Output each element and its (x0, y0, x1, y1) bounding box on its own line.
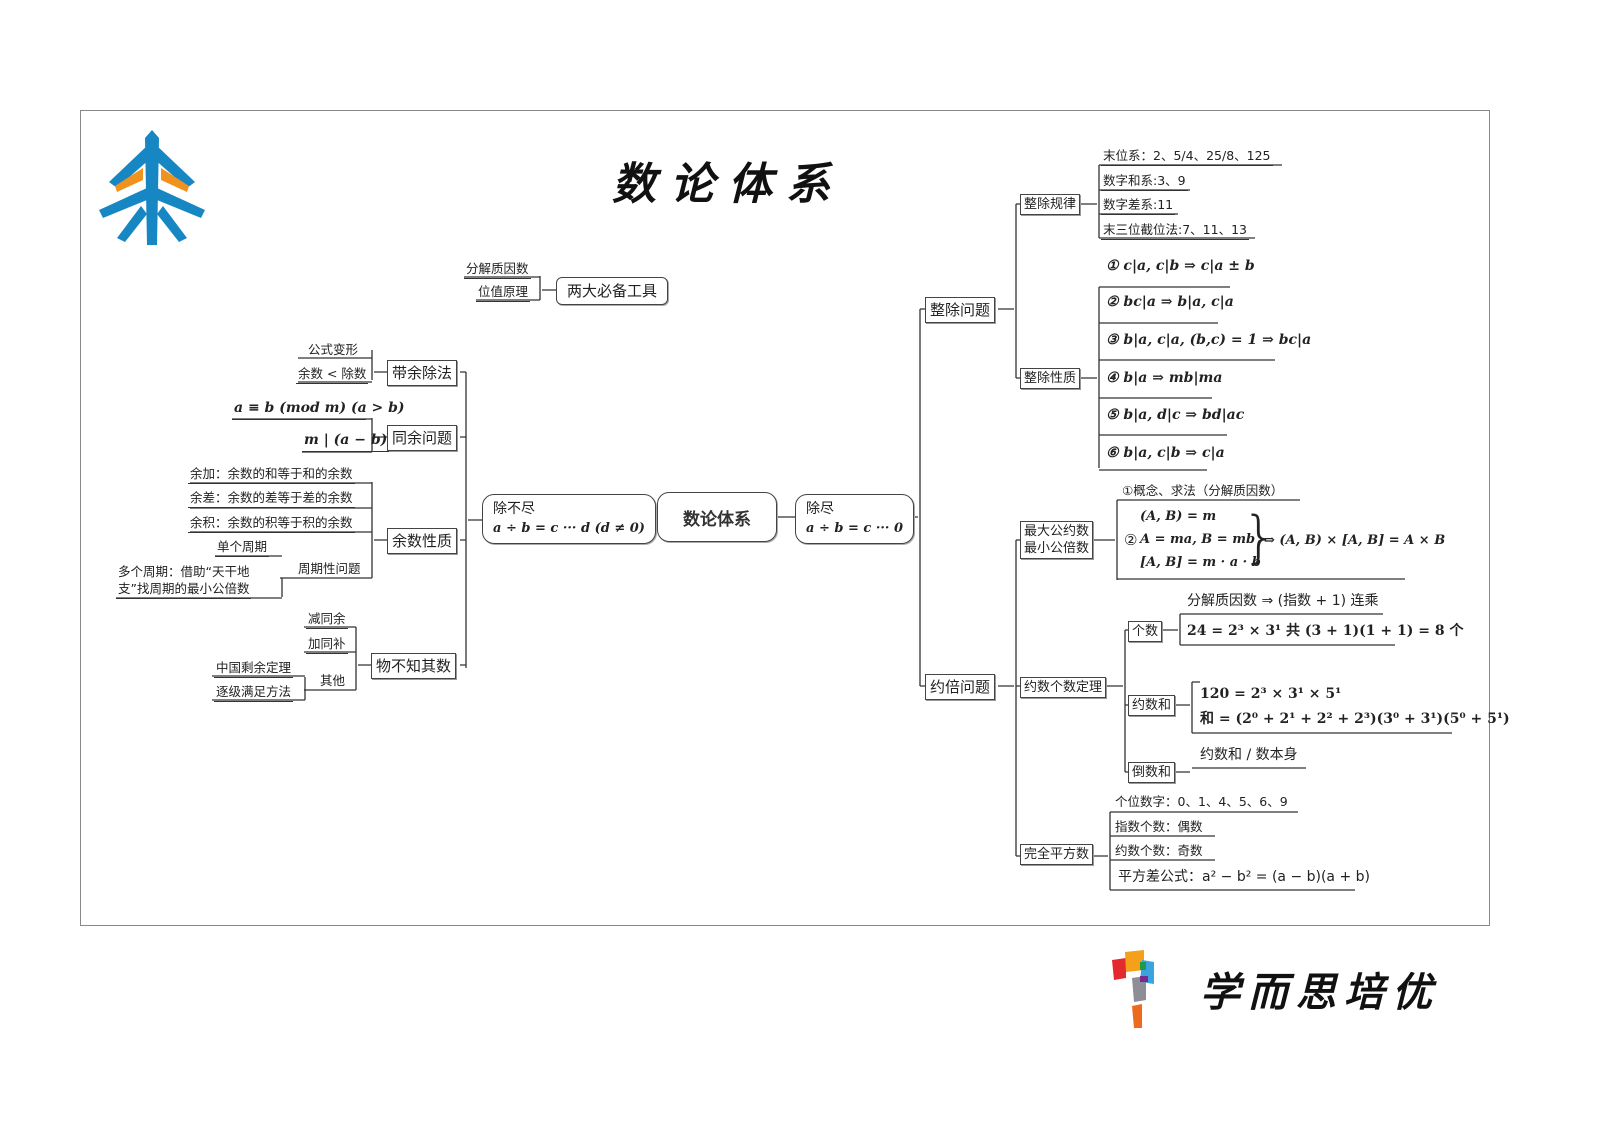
topic-divisibility[interactable]: 整除问题 (925, 297, 996, 323)
topic-congruence[interactable]: 同余问题 (387, 425, 458, 451)
topic-child: a ≡ b (mod m) (a > b) (232, 398, 405, 420)
rule-item: 末位系：2、5/4、25/8、125 (1101, 148, 1273, 166)
property-item: ⑤ b|a, d|c ⇒ bd|ac (1106, 407, 1245, 423)
perfect-square-node[interactable]: 完全平方数 (1020, 844, 1094, 865)
gcd-label: 最大公约数 (1024, 524, 1090, 539)
gcd-eq: [A, B] = m · a · b (1140, 555, 1261, 570)
tools-node[interactable]: 两大必备工具 (556, 277, 669, 305)
perfect-square-item: 平方差公式：a² − b² = (a − b)(a + b) (1118, 869, 1370, 885)
divisor-count-rule: 分解质因数 ⇒ (指数 + 1) 连乘 (1187, 593, 1379, 609)
period-child: 支”找周期的最小公倍数 (116, 581, 252, 599)
diagram-frame (80, 110, 1490, 926)
divisor-sum-node[interactable]: 约数和 (1128, 695, 1176, 716)
topic-division-with-remainder[interactable]: 带余除法 (387, 360, 458, 386)
page-title: 数论体系 (612, 159, 844, 210)
perfect-square-item: 约数个数：奇数 (1115, 843, 1203, 858)
divisor-count-example: 24 = 2³ × 3¹ 共 (3 + 1)(1 + 1) = 8 个 (1187, 623, 1464, 639)
other-child: 逐级满足方法 (214, 684, 294, 702)
gcd-eq: (A, B) = m (1140, 509, 1217, 524)
branch-label: 除尽 (806, 501, 834, 517)
gcd-lcm-node[interactable]: 最大公约数 最小公倍数 (1020, 521, 1094, 559)
topic-child: 余数 < 除数 (296, 366, 369, 384)
topic-child: 减同余 (306, 611, 348, 629)
branch-formula: a ÷ b = c ··· d (d ≠ 0) (493, 521, 645, 536)
gcd-concept: ①概念、求法（分解质因数） (1122, 483, 1284, 498)
rule-item: 末三位截位法:7、11、13 (1101, 222, 1249, 240)
property-item: ③ b|a, c|a, (b,c) = 1 ⇒ bc|a (1106, 332, 1312, 348)
gcd-result: ⇒ (A, B) × [A, B] = A × B (1264, 533, 1446, 548)
tool-item: 位值原理 (476, 284, 531, 302)
property-item: ④ b|a ⇒ mb|ma (1106, 370, 1223, 386)
divisor-theorem-node[interactable]: 约数个数定理 (1020, 677, 1107, 698)
topic-child: 余加：余数的和等于和的余数 (188, 466, 355, 484)
divisor-sum-line1: 120 = 2³ × 3¹ × 5¹ (1200, 686, 1342, 702)
branch-not-divisible[interactable]: 除不尽 a ÷ b = c ··· d (d ≠ 0) (482, 494, 656, 544)
topic-multiples[interactable]: 约倍问题 (925, 674, 996, 700)
gcd-eq: A = ma, B = mb (1140, 532, 1256, 547)
topic-remainder-properties[interactable]: 余数性质 (387, 528, 458, 554)
topic-chinese-remainder[interactable]: 物不知其数 (371, 653, 457, 679)
period-child: 多个周期：借助“天干地 (118, 564, 250, 579)
gcd-eq-number: ② (1124, 531, 1138, 549)
branch-divisible[interactable]: 除尽 a ÷ b = c ··· 0 (795, 494, 914, 544)
topic-child: 加同补 (306, 636, 348, 654)
period-child: 单个周期 (215, 539, 270, 557)
tool-item: 分解质因数 (464, 261, 531, 279)
lcm-label: 最小公倍数 (1024, 541, 1090, 556)
branch-label: 除不尽 (493, 501, 535, 517)
property-item: ⑥ b|a, c|b ⇒ c|a (1106, 445, 1225, 461)
property-item: ① c|a, c|b ⇒ c|a ± b (1106, 258, 1255, 274)
topic-child: 余差：余数的差等于差的余数 (188, 490, 355, 508)
brand-logo-icon (1112, 950, 1154, 1028)
center-node[interactable]: 数论体系 (657, 492, 777, 542)
topic-child: m | (a − b) (302, 430, 390, 452)
rule-item: 数字和系:3、9 (1101, 173, 1188, 191)
topic-child: 公式变形 (308, 342, 359, 357)
branch-formula: a ÷ b = c ··· 0 (806, 521, 903, 536)
brace-icon: } (1242, 505, 1278, 570)
divisor-count-node[interactable]: 个数 (1128, 621, 1163, 642)
other-node: 其他 (320, 673, 346, 688)
reciprocal-sum-node[interactable]: 倒数和 (1128, 762, 1176, 783)
period-node: 周期性问题 (298, 561, 361, 576)
divisor-sum-line2: 和 = (2⁰ + 2¹ + 2² + 2³)(3⁰ + 3¹)(5⁰ + 5¹… (1200, 711, 1510, 727)
perfect-square-item: 指数个数：偶数 (1115, 819, 1203, 834)
other-child: 中国剩余定理 (214, 660, 294, 678)
brand-name: 学而思培优 (1200, 969, 1440, 1016)
property-item: ② bc|a ⇒ b|a, c|a (1106, 294, 1234, 310)
tree-logo-icon (99, 130, 205, 245)
divisibility-rules-node[interactable]: 整除规律 (1020, 194, 1081, 215)
topic-child: 余积：余数的积等于积的余数 (188, 515, 355, 533)
divisibility-properties-node[interactable]: 整除性质 (1020, 368, 1081, 389)
perfect-square-item: 个位数字：0、1、4、5、6、9 (1115, 794, 1288, 809)
rule-item: 数字差系:11 (1101, 197, 1176, 215)
reciprocal-sum-rule: 约数和 / 数本身 (1200, 747, 1298, 763)
